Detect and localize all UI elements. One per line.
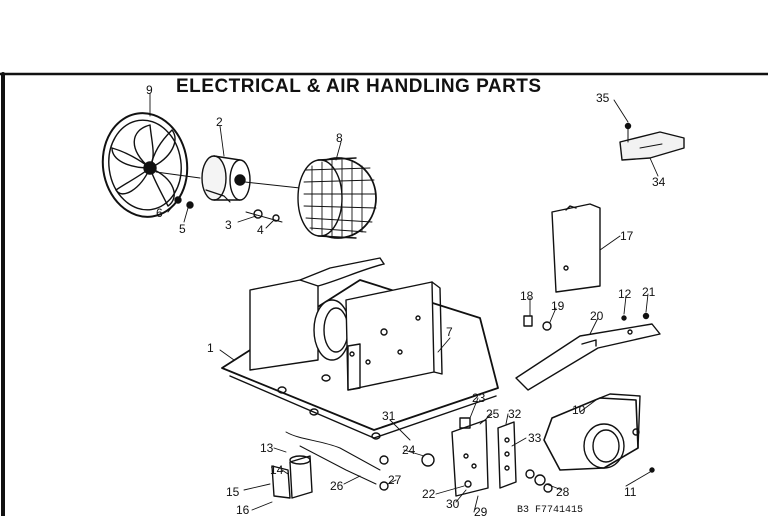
callout-2: 2 (216, 115, 223, 129)
callout-7: 7 (446, 325, 453, 339)
callout-13: 13 (260, 441, 274, 455)
callout-4: 4 (257, 223, 264, 237)
base-pan-part (221, 257, 499, 440)
cover-panel-part (551, 203, 601, 293)
callout-31: 31 (382, 409, 396, 423)
callout-22: 22 (422, 487, 436, 501)
scroll-housing-part (543, 393, 641, 471)
blower-motor-part (201, 155, 301, 203)
callout-9: 9 (146, 83, 153, 97)
callout-32: 32 (508, 407, 522, 421)
callout-labels: 1 2 3 4 5 6 7 8 9 10 11 12 13 14 15 16 1… (146, 83, 666, 516)
callout-23: 23 (472, 391, 486, 405)
callout-11: 11 (624, 485, 637, 499)
callout-28: 28 (556, 485, 570, 499)
callout-1: 1 (207, 341, 214, 355)
fan-blade-part (101, 112, 201, 218)
bracket-part (619, 122, 685, 161)
callout-14: 14 (270, 463, 284, 477)
small-hardware-parts (379, 312, 655, 493)
callout-19: 19 (551, 299, 565, 313)
diagram-code: B3 F7741415 (517, 505, 584, 516)
callout-26: 26 (330, 479, 344, 493)
callout-24: 24 (402, 443, 416, 457)
callout-3: 3 (225, 218, 232, 232)
diagram-title: ELECTRICAL & AIR HANDLING PARTS (176, 76, 542, 97)
callout-25: 25 (486, 407, 500, 421)
callout-6: 6 (156, 206, 163, 220)
callout-35: 35 (596, 91, 610, 105)
callout-17: 17 (620, 229, 634, 243)
motor-hardware-parts (174, 196, 283, 223)
callout-16: 16 (236, 503, 250, 516)
mounting-plate-part (515, 323, 661, 391)
callout-20: 20 (590, 309, 604, 323)
capacitor-part (271, 431, 381, 499)
callout-33: 33 (528, 431, 542, 445)
callout-15: 15 (226, 485, 240, 499)
callout-29: 29 (474, 505, 488, 516)
terminal-plate-part (497, 421, 517, 489)
callout-34: 34 (652, 175, 666, 189)
callout-8: 8 (336, 131, 343, 145)
callout-18: 18 (520, 289, 534, 303)
callout-10: 10 (572, 403, 586, 417)
control-bracket-part (451, 417, 489, 497)
callout-5: 5 (179, 222, 186, 236)
blower-wheel-part (297, 157, 377, 239)
callout-27: 27 (388, 473, 402, 487)
callout-12: 12 (618, 287, 632, 301)
leader-lines (149, 93, 659, 513)
callout-21: 21 (642, 285, 656, 299)
callout-30: 30 (446, 497, 460, 511)
